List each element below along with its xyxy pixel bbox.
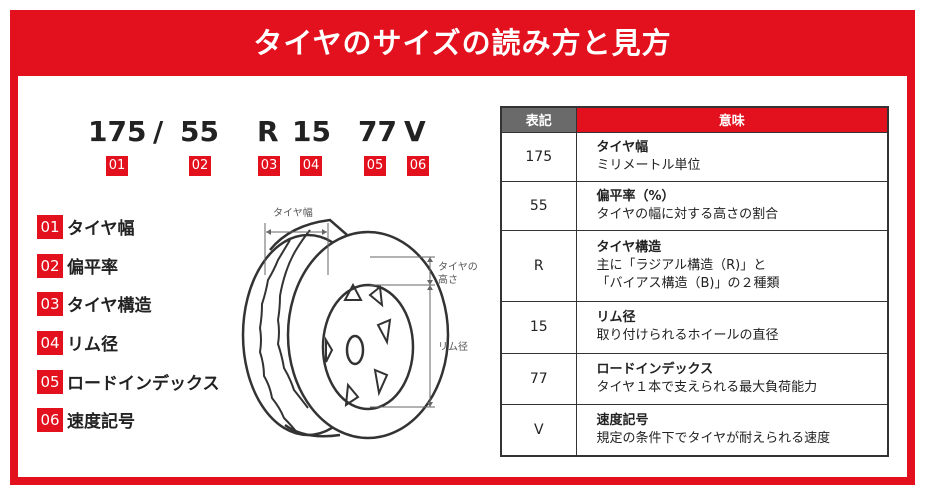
table-row: V 速度記号規定の条件下でタイヤが耐えられる速度 — [500, 403, 889, 457]
table-row: 55 偏平率（%） タイヤの幅に対する高さの割合 — [500, 180, 889, 231]
row-meaning: ロードインデックスタイヤ１本で支えられる最大負荷能力 — [575, 352, 889, 405]
row-meaning: 速度記号規定の条件下でタイヤが耐えられる速度 — [575, 403, 889, 457]
row-meaning: タイヤ幅ミリメートル単位 — [575, 131, 889, 182]
row-meaning: タイヤ構造主に「ラジアル構造（R)」と「バイアス構造（B)」の２種類 — [575, 229, 889, 302]
badge-06: 06 — [407, 156, 429, 176]
tire-tread — [269, 218, 371, 438]
table-row: 175 タイヤ幅ミリメートル単位 — [500, 131, 889, 182]
row-meaning: 偏平率（%） タイヤの幅に対する高さの割合 — [575, 180, 889, 231]
label-tire-width: タイヤ幅 — [273, 208, 313, 219]
badge-02: 02 — [189, 156, 211, 176]
row-desc: 「バイアス構造（B)」の２種類 — [596, 275, 780, 291]
list-label: タイヤ幅 — [67, 219, 135, 239]
list-num: 05 — [37, 369, 63, 394]
row-desc: 主に「ラジアル構造（R)」と — [596, 257, 767, 273]
table-row: 15 リム径取り付けられるホイールの直径 — [500, 300, 889, 354]
row-meaning: リム径取り付けられるホイールの直径 — [575, 300, 889, 354]
label-rim-diameter: リム径 — [438, 342, 468, 353]
row-code: 175 — [500, 131, 577, 182]
code-speed: V — [404, 115, 426, 148]
list-num: 02 — [37, 253, 63, 278]
code-load: 77 — [358, 115, 397, 148]
row-desc: 取り付けられるホイールの直径 — [596, 328, 779, 343]
row-code: R — [500, 229, 577, 302]
row-title: タイヤ幅 — [596, 139, 649, 155]
tire-diagram — [241, 218, 450, 440]
row-title: タイヤ構造 — [596, 239, 662, 255]
list-num: 01 — [37, 214, 63, 239]
code-aspect: 55 — [180, 115, 219, 148]
row-title: リム径 — [596, 310, 636, 325]
table-header: 表記 意味 — [500, 106, 889, 133]
row-desc: タイヤの幅に対する高さの割合 — [596, 206, 779, 222]
size-table: 表記 意味 175 タイヤ幅ミリメートル単位 55 偏平率（%） タイヤの幅に対す… — [500, 106, 889, 457]
page-title: タイヤのサイズの読み方と見方 — [10, 10, 915, 76]
row-code: 55 — [500, 180, 577, 231]
code-structure: R — [257, 115, 279, 148]
label-tire-height-2: 高さ — [438, 275, 458, 286]
code-slash: / — [153, 115, 164, 148]
header-code: 表記 — [500, 106, 577, 133]
row-title: 速度記号 — [596, 412, 649, 428]
wheel-hub — [345, 334, 365, 366]
table-row: R タイヤ構造主に「ラジアル構造（R)」と「バイアス構造（B)」の２種類 — [500, 229, 889, 302]
list-label: リム径 — [67, 335, 118, 355]
row-title: ロードインデックス — [596, 361, 714, 377]
list-num: 04 — [37, 330, 63, 355]
row-code: 15 — [500, 300, 577, 354]
row-code: 77 — [500, 352, 577, 405]
badge-03: 03 — [258, 156, 280, 176]
tire-sidewall — [286, 230, 450, 440]
table-row: 77 ロードインデックスタイヤ１本で支えられる最大負荷能力 — [500, 352, 889, 405]
label-tire-height-1: タイヤの — [438, 262, 478, 273]
badge-04: 04 — [300, 156, 322, 176]
badge-05: 05 — [364, 156, 386, 176]
header-meaning: 意味 — [575, 106, 889, 133]
list-num: 03 — [37, 291, 63, 316]
list-label: 偏平率 — [67, 258, 118, 278]
row-title: 偏平率（%） — [596, 188, 675, 204]
list-label: 速度記号 — [67, 412, 135, 432]
list-label: ロードインデックス — [67, 374, 220, 394]
badge-01: 01 — [106, 156, 128, 176]
list-num: 06 — [37, 407, 63, 432]
code-width: 175 — [88, 115, 147, 148]
wheel-rim — [321, 283, 415, 411]
list-label: タイヤ構造 — [67, 296, 152, 316]
row-desc: タイヤ１本で支えられる最大負荷能力 — [596, 379, 818, 395]
code-rim: 15 — [292, 115, 331, 148]
row-desc: 規定の条件下でタイヤが耐えられる速度 — [596, 430, 831, 446]
row-code: V — [500, 403, 577, 457]
row-desc: ミリメートル単位 — [596, 157, 701, 173]
